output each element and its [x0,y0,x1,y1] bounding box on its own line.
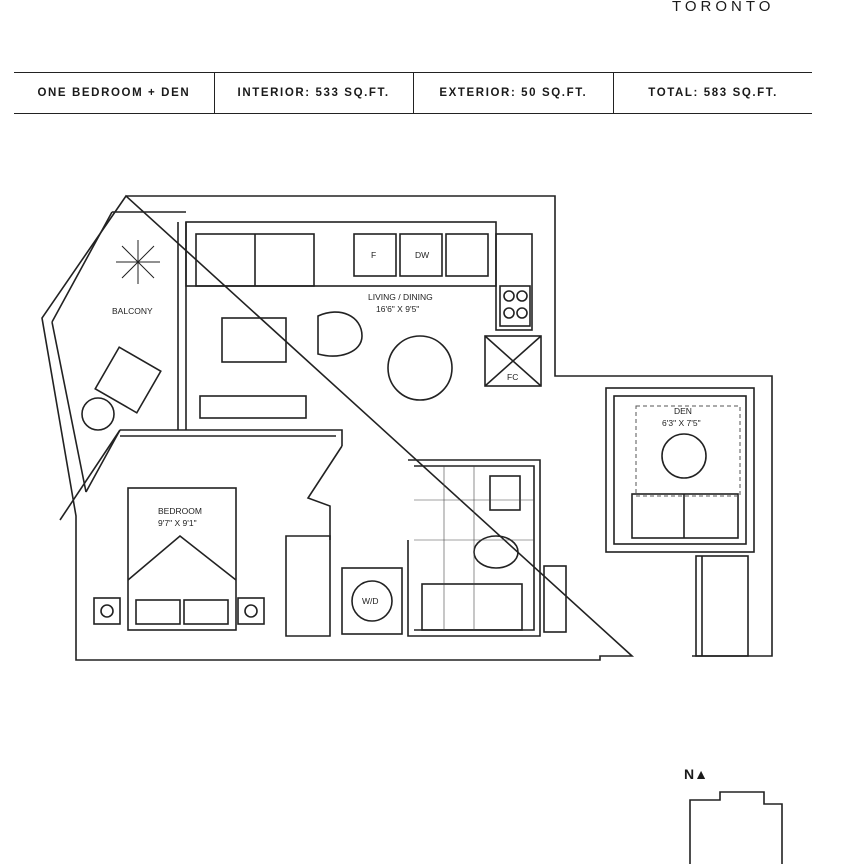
dishwasher-label: DW [415,250,429,260]
balcony-label: BALCONY [112,306,153,316]
den-dims: 6'3" X 7'5" [662,418,701,428]
balcony-outline [51,211,186,493]
key-plan [689,791,783,864]
north-indicator: N▲ [684,766,708,782]
living-dims: 16'6" X 9'5" [376,304,419,314]
fridge-label: F [371,250,376,260]
brand-wordmark: TORONTO [672,0,775,15]
living-label: LIVING / DINING [368,292,433,302]
exterior-area: EXTERIOR: 50 SQ.FT. [414,73,615,113]
bedroom-label: BEDROOM [158,506,202,516]
closet-label: FC [507,372,518,382]
interior-area: INTERIOR: 533 SQ.FT. [215,73,414,113]
exterior-wall [41,194,773,661]
bedroom-dims: 9'7" X 9'1" [158,518,197,528]
unit-info-bar: ONE BEDROOM + DEN INTERIOR: 533 SQ.FT. E… [14,72,812,114]
den-label: DEN [674,406,692,416]
washer-dryer-label: W/D [362,596,379,606]
total-area: TOTAL: 583 SQ.FT. [648,87,778,99]
unit-type: ONE BEDROOM + DEN [14,73,215,113]
plant-icon [116,240,160,284]
